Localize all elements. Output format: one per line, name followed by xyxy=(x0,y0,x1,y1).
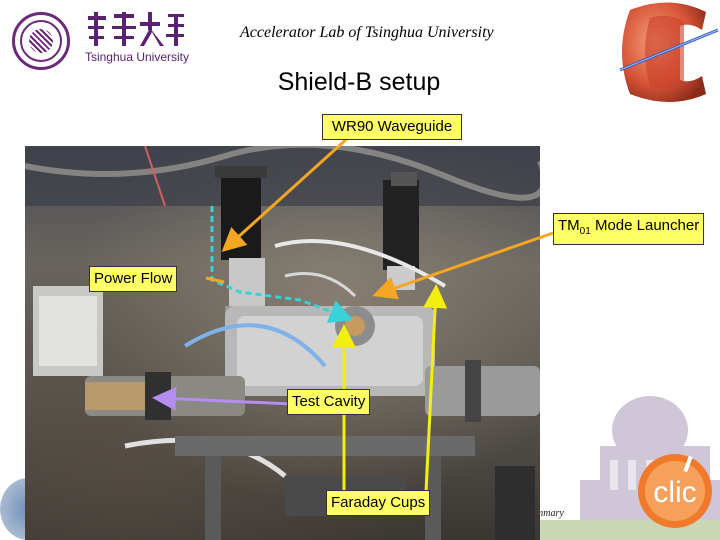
university-name: Tsinghua University xyxy=(84,50,190,64)
slide-title: Shield-B setup xyxy=(277,68,441,96)
power-flow-label: Power Flow xyxy=(89,266,178,292)
summary-footer-fragment: mmary xyxy=(536,508,564,519)
cavity-cutaway-image xyxy=(619,2,719,102)
clic-logo: clic xyxy=(638,454,712,528)
decorative-blue-shape xyxy=(0,478,28,540)
svg-text:clic: clic xyxy=(653,476,696,509)
tsinghua-calligraphy-logo xyxy=(88,12,184,46)
wr90-waveguide-label: WR90 Waveguide xyxy=(322,114,462,140)
lab-title: Accelerator Lab of Tsinghua University xyxy=(240,24,494,41)
faraday-cups-label: Faraday Cups xyxy=(326,490,431,516)
tsinghua-seal-logo xyxy=(12,12,70,70)
setup-photo xyxy=(25,146,540,540)
test-cavity-label: Test Cavity xyxy=(287,389,371,415)
tm01-mode-launcher-label: TM01 Mode Launcher xyxy=(553,213,705,245)
